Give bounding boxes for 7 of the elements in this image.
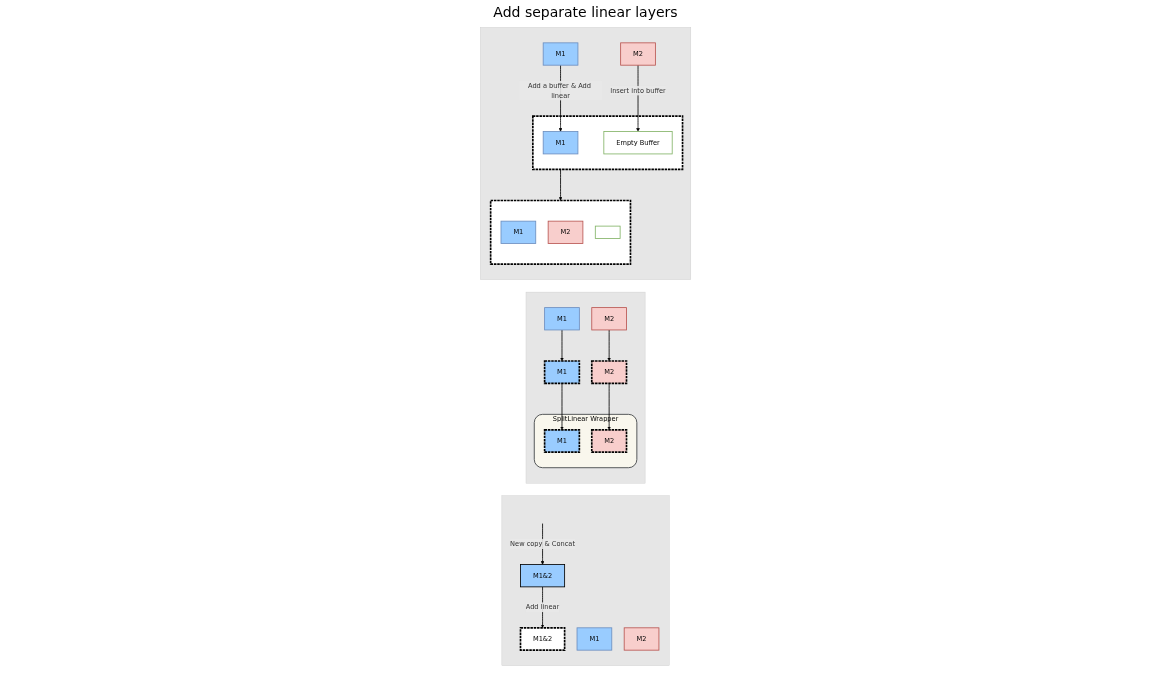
cluster: [489, 199, 632, 265]
cluster: [501, 495, 670, 666]
node-box: [594, 225, 621, 239]
cluster: [525, 291, 646, 484]
note-text: Add separate linear layers: [493, 4, 678, 20]
cluster: [480, 27, 691, 280]
cluster: [531, 115, 684, 171]
